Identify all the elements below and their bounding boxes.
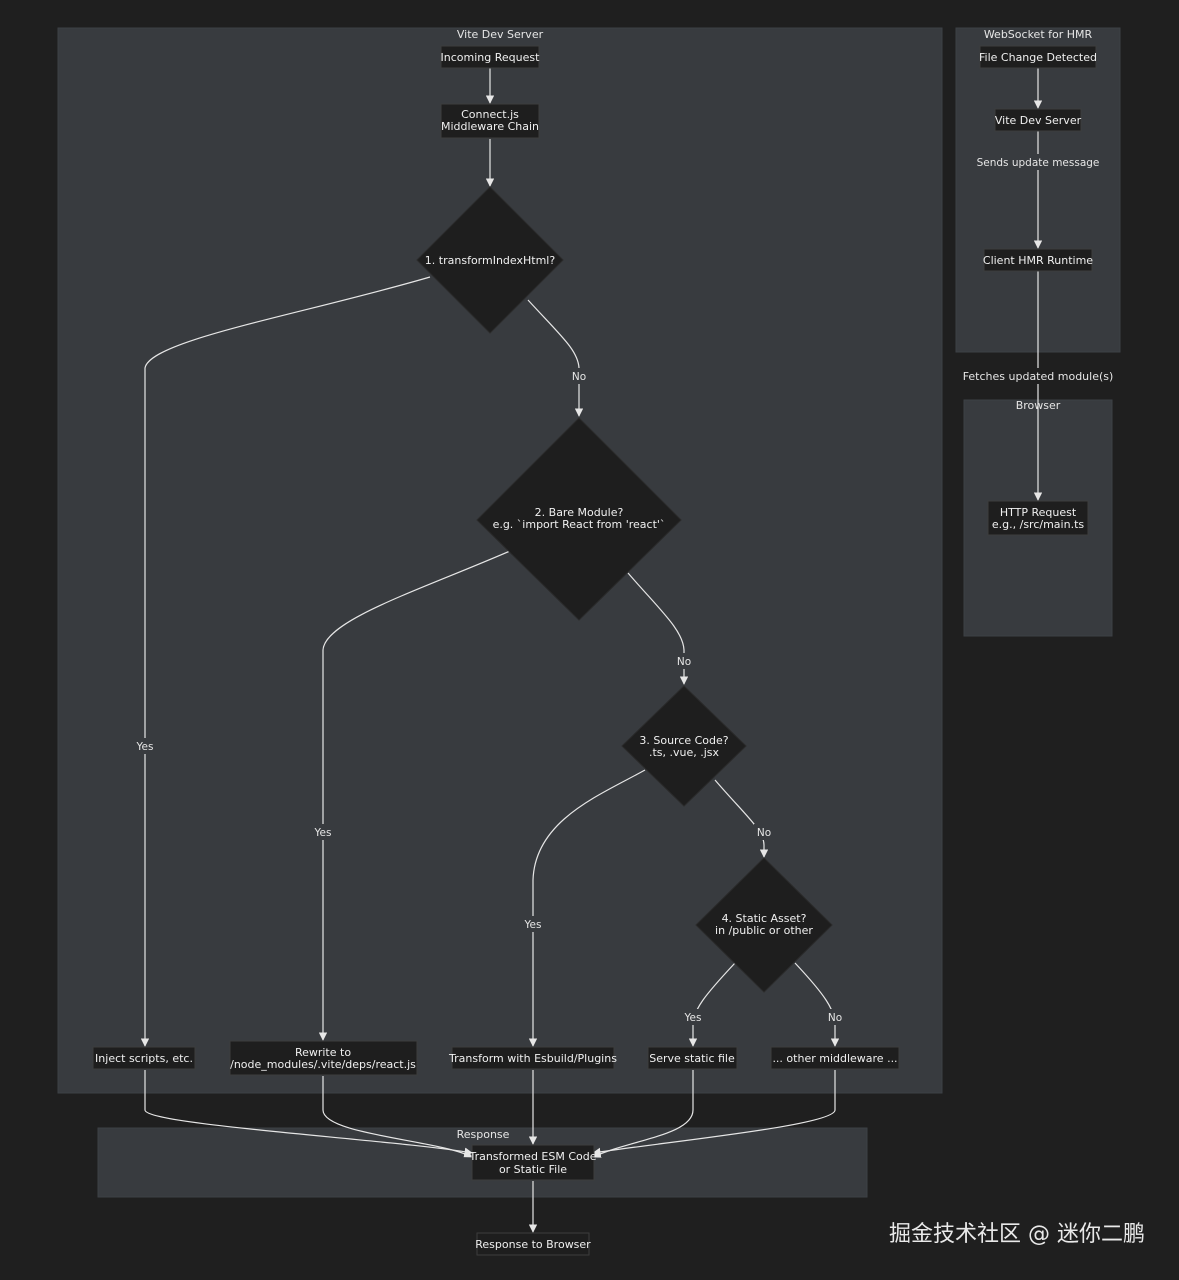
edge-inject-esm bbox=[144, 1070, 473, 1156]
cluster-label-vite: Vite Dev Server bbox=[457, 28, 544, 41]
node-transformed-esm: Transformed ESM Code or Static File bbox=[468, 1144, 597, 1181]
edge-label-fetches-modules: Fetches updated module(s) bbox=[963, 370, 1114, 383]
node-vite-dev-server-hmr: Vite Dev Server bbox=[994, 108, 1082, 132]
edge-label-no-1: No bbox=[572, 371, 586, 383]
node-label: Response to Browser bbox=[475, 1238, 591, 1251]
decision-label: 1. transformIndexHtml? bbox=[425, 254, 556, 267]
decision-label: in /public or other bbox=[715, 924, 813, 937]
cluster-label-websocket: WebSocket for HMR bbox=[984, 28, 1093, 41]
edge-labels: Yes No Yes No Yes No Yes No Sends update… bbox=[134, 154, 1113, 1025]
decision-label: .ts, .vue, .jsx bbox=[649, 746, 720, 759]
edge-d3-d4 bbox=[714, 779, 769, 858]
node-label: Transform with Esbuild/Plugins bbox=[448, 1052, 617, 1065]
edge-label-yes-1: Yes bbox=[136, 741, 154, 753]
decision-label: 3. Source Code? bbox=[639, 734, 728, 747]
node-label: Vite Dev Server bbox=[995, 114, 1082, 127]
node-file-change-detected: File Change Detected bbox=[979, 45, 1097, 69]
edge-other-esm bbox=[592, 1070, 836, 1157]
node-label: File Change Detected bbox=[979, 51, 1097, 64]
cluster-label-response: Response bbox=[457, 1128, 510, 1141]
decision-static-asset: 4. Static Asset? in /public or other bbox=[695, 857, 833, 993]
edge-label-no-4: No bbox=[828, 1012, 842, 1024]
node-serve-static: Serve static file bbox=[647, 1046, 738, 1070]
node-http-request: HTTP Request e.g., /src/main.ts bbox=[987, 500, 1089, 536]
node-label: Connect.js bbox=[461, 108, 519, 121]
nodes: Incoming Request Connect.js Middleware C… bbox=[92, 45, 1097, 1256]
node-label: ... other middleware ... bbox=[772, 1052, 897, 1065]
edge-d3-transform bbox=[528, 769, 646, 1047]
edge-label-sends-update: Sends update message bbox=[977, 157, 1100, 169]
node-client-hmr-runtime: Client HMR Runtime bbox=[983, 248, 1093, 272]
watermark-text: 掘金技术社区 @ 迷你二鹏 bbox=[889, 1222, 1145, 1247]
node-incoming-request: Incoming Request bbox=[440, 45, 541, 69]
decision-source-code: 3. Source Code? .ts, .vue, .jsx bbox=[621, 685, 747, 807]
decision-label: e.g. `import React from 'react'` bbox=[493, 518, 666, 531]
node-rewrite-deps: Rewrite to /node_modules/.vite/deps/reac… bbox=[229, 1040, 418, 1076]
decision-label: 2. Bare Module? bbox=[535, 506, 624, 519]
node-label: HTTP Request bbox=[1000, 506, 1077, 519]
node-response-to-browser: Response to Browser bbox=[475, 1232, 591, 1256]
node-label: /node_modules/.vite/deps/react.js bbox=[230, 1058, 416, 1071]
node-label: Client HMR Runtime bbox=[983, 254, 1093, 267]
node-connect-middleware: Connect.js Middleware Chain bbox=[440, 103, 540, 139]
node-inject-scripts: Inject scripts, etc. bbox=[92, 1046, 196, 1070]
edge-label-yes-2: Yes bbox=[314, 827, 332, 839]
node-label: Serve static file bbox=[649, 1052, 735, 1065]
edges bbox=[140, 68, 1043, 1233]
node-label: e.g., /src/main.ts bbox=[992, 518, 1085, 531]
edge-d1-inject bbox=[140, 276, 431, 1047]
node-label: or Static File bbox=[499, 1163, 567, 1176]
node-other-middleware: ... other middleware ... bbox=[770, 1046, 900, 1070]
node-label: Rewrite to bbox=[295, 1046, 351, 1059]
edge-label-yes-4: Yes bbox=[684, 1012, 702, 1024]
node-label: Transformed ESM Code bbox=[468, 1150, 596, 1163]
node-label: Incoming Request bbox=[441, 51, 541, 64]
edge-label-no-2: No bbox=[677, 656, 691, 668]
edge-d2-rewrite bbox=[318, 550, 511, 1041]
decision-label: 4. Static Asset? bbox=[722, 912, 807, 925]
edge-label-no-3: No bbox=[757, 827, 771, 839]
edge-label-yes-3: Yes bbox=[524, 919, 542, 931]
edge-d1-d2 bbox=[527, 299, 584, 417]
edge-rewrite-esm bbox=[322, 1076, 473, 1158]
decision-bare-module: 2. Bare Module? e.g. `import React from … bbox=[476, 417, 682, 621]
node-transform-esbuild: Transform with Esbuild/Plugins bbox=[448, 1046, 617, 1070]
node-label: Middleware Chain bbox=[441, 120, 539, 133]
decision-transform-index-html: 1. transformIndexHtml? bbox=[416, 186, 564, 334]
node-label: Inject scripts, etc. bbox=[95, 1052, 193, 1065]
edge-d2-d3 bbox=[627, 572, 689, 685]
